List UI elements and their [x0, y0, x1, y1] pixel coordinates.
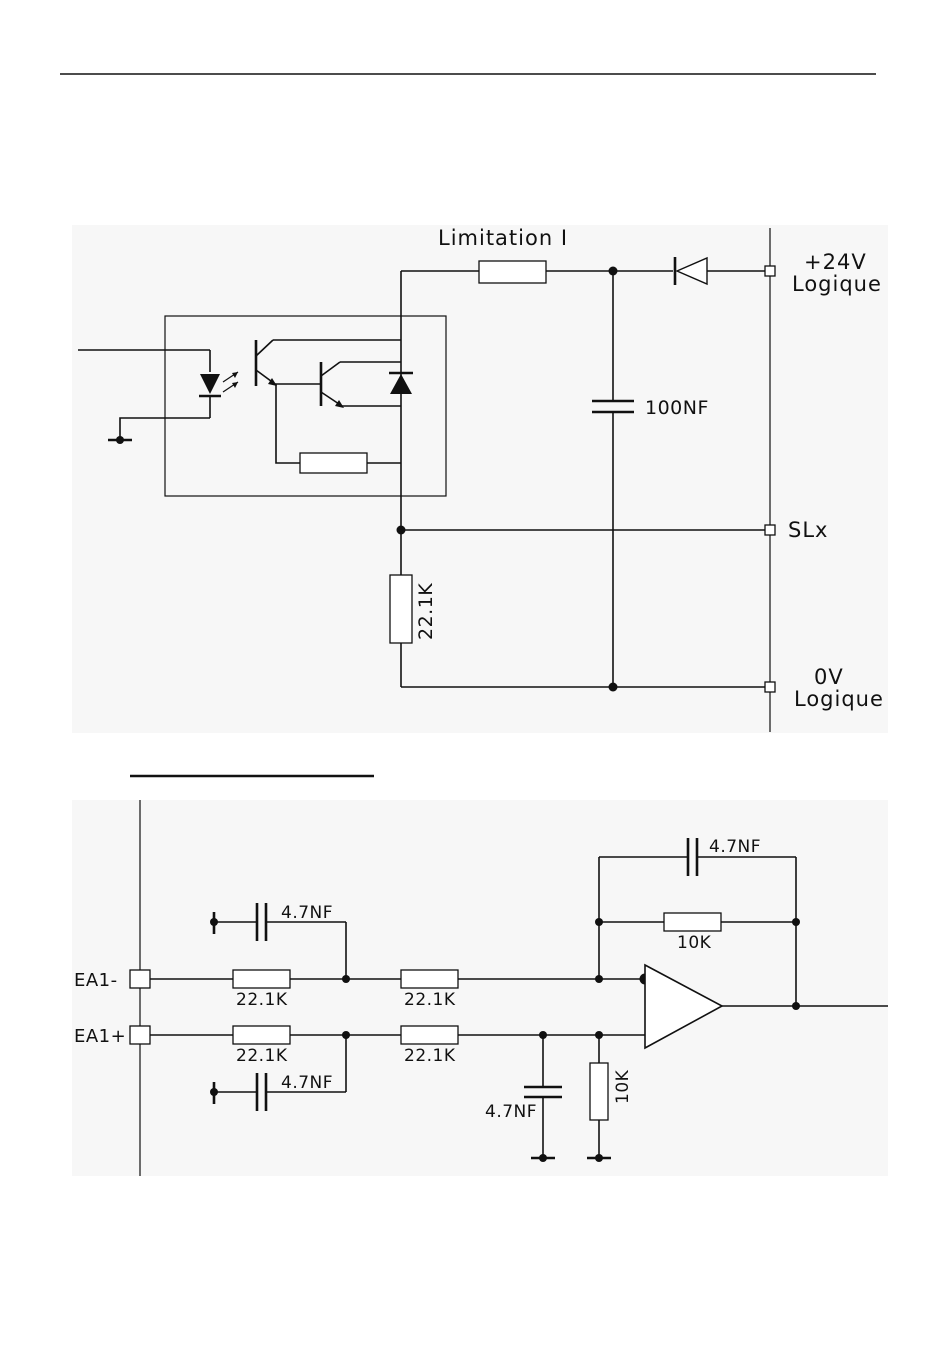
resistor-shunt-label: 10K: [613, 1069, 633, 1104]
capacitor-feedback-label: 4.7NF: [709, 837, 761, 857]
limitation-resistor: [479, 261, 546, 283]
pulldown-resistor-label: 22.1K: [415, 583, 437, 640]
top-circuit-background: [72, 225, 888, 733]
ground-label: 0V: [814, 665, 844, 689]
resistor-plus-1: [233, 1026, 290, 1044]
ground-terminal: [765, 682, 775, 692]
input-minus-label: EA1-: [74, 970, 118, 991]
input-plus-label: EA1+: [74, 1026, 126, 1047]
resistor-plus-1-label: 22.1K: [236, 1046, 288, 1066]
resistor-plus-2: [401, 1026, 458, 1044]
input-plus-terminal: [130, 1026, 150, 1044]
resistor-plus-2-label: 22.1K: [404, 1046, 456, 1066]
resistor-minus-1-label: 22.1K: [236, 990, 288, 1010]
resistor-feedback-label: 10K: [677, 933, 712, 953]
resistor-minus-2: [401, 970, 458, 988]
input-minus-terminal: [130, 970, 150, 988]
output-label: SLx: [788, 518, 828, 542]
resistor-minus-2-label: 22.1K: [404, 990, 456, 1010]
output-terminal: [765, 525, 775, 535]
supply-sublabel: Logique: [792, 272, 882, 296]
capacitor-shunt-label: 4.7NF: [485, 1102, 537, 1122]
capacitor-bottom-left-label: 4.7NF: [281, 1073, 333, 1093]
supply-label: +24V: [804, 250, 867, 274]
top-circuit: Limitation I +24V Logique 100NF SLx 0V L…: [72, 225, 888, 733]
resistor-shunt: [590, 1063, 608, 1120]
pulldown-resistor: [390, 575, 412, 643]
limitation-label: Limitation I: [438, 226, 568, 250]
internal-resistor: [300, 453, 367, 473]
supply-terminal: [765, 266, 775, 276]
resistor-minus-1: [233, 970, 290, 988]
resistor-feedback: [664, 913, 721, 931]
capacitor-top-left-label: 4.7NF: [281, 903, 333, 923]
ground-sublabel: Logique: [794, 687, 884, 711]
capacitor-100nf-label: 100NF: [645, 397, 709, 419]
bottom-circuit: EA1- EA1+ 4.7NF 4.7NF 4.7NF 4.7NF 22.1K …: [72, 800, 888, 1176]
